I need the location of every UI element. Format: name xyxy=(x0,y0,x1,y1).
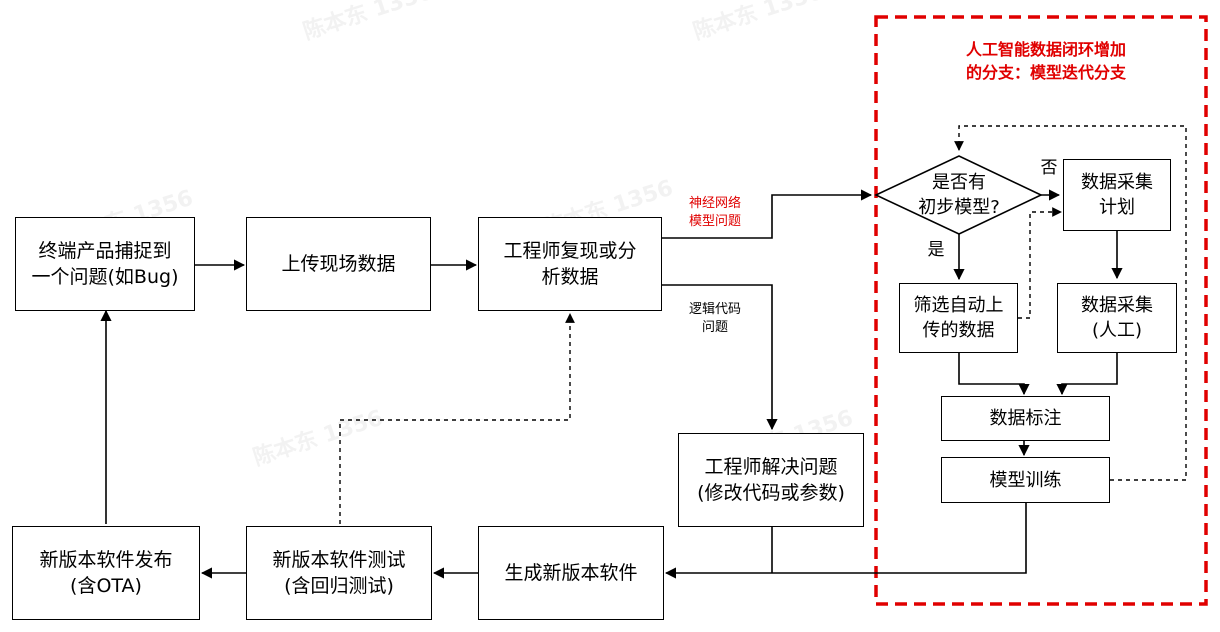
edge-label-nn-issue: 神经网络 模型问题 xyxy=(688,196,741,229)
edge-analyze-to-fix xyxy=(662,284,778,431)
region-title: 人工智能数据闭环增加 的分支：模型迭代分支 xyxy=(965,40,1126,82)
node-release: 新版本软件发布 (含OTA) xyxy=(12,526,200,620)
node-collect-plan: 数据采集 计划 xyxy=(1063,159,1171,231)
node-capture: 终端产品捕捉到 一个问题(如Bug) xyxy=(15,217,195,311)
node-train: 模型训练 xyxy=(941,457,1110,503)
node-filter: 筛选自动上 传的数据 xyxy=(899,283,1018,353)
node-fix: 工程师解决问题 (修改代码或参数) xyxy=(678,433,864,527)
node-analyze: 工程师复现或分 析数据 xyxy=(478,217,662,311)
node-label: 数据标注 xyxy=(941,396,1110,441)
edge-filter-to-plan xyxy=(1018,207,1062,319)
decision-text: 是否有 初步模型? xyxy=(918,172,1000,218)
decision-diamond xyxy=(874,155,1043,235)
node-upload: 上传现场数据 xyxy=(246,217,431,311)
edge-label-yes: 是 xyxy=(927,240,945,260)
ai-branch-region-border xyxy=(874,15,1208,606)
edge-collect-to-label xyxy=(1056,353,1118,396)
edge-label-no: 否 xyxy=(1040,158,1058,178)
node-collect-manual: 数据采集 (人工) xyxy=(1057,283,1177,353)
edge-label-logic-issue: 逻辑代码 问题 xyxy=(688,302,741,335)
edge-train-to-build xyxy=(664,503,1027,579)
edge-test-to-analyze xyxy=(339,313,575,524)
node-build: 生成新版本软件 xyxy=(478,526,664,620)
edge-train-to-decision xyxy=(954,125,1187,481)
edge-analyze-to-decision xyxy=(662,189,873,239)
edge-filter-to-label xyxy=(958,353,1030,396)
node-test: 新版本软件测试 (含回归测试) xyxy=(246,526,432,620)
